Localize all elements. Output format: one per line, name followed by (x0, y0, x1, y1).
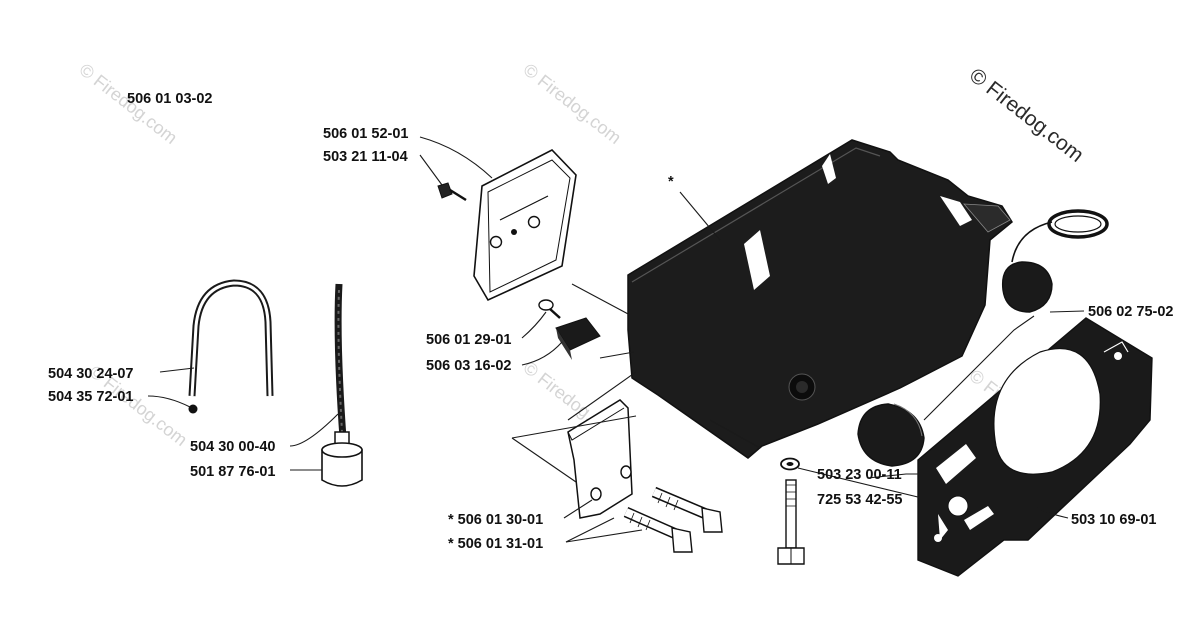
bracket-part (567, 399, 633, 519)
washer-part (780, 457, 800, 471)
label-grommet: 504 35 72-01 (48, 389, 133, 405)
label-gasket: 503 10 69-01 (1071, 512, 1156, 528)
label-cover-screw: 503 21 11-04 (323, 149, 408, 165)
label-fuel-hose: 504 30 00-40 (190, 439, 275, 455)
stop-block-part (555, 317, 601, 360)
label-bracket: * 506 01 30-01 (448, 512, 543, 528)
label-washer-bolt: 725 53 42-55 (817, 492, 902, 508)
gasket-part (917, 317, 1153, 577)
fuel-hose-part (334, 283, 350, 445)
leader-lines (147, 136, 1085, 543)
fuel-line-loop-part (188, 279, 274, 414)
watermark: © Firedog.com (520, 59, 626, 148)
long-bolt-part (777, 479, 805, 565)
fuel-tank-part (627, 139, 1013, 459)
bracket-bolts-part (623, 486, 723, 553)
label-stop-screw: 506 01 29-01 (426, 332, 511, 348)
label-cover: 506 01 52-01 (323, 126, 408, 142)
label-fuel-line-loop: 504 30 24-07 (48, 366, 133, 382)
label-kit: 506 01 03-02 (127, 91, 212, 107)
watermark-corner: © Firedog.com (965, 64, 1088, 167)
label-cap: 506 02 75-02 (1088, 304, 1173, 320)
sensor-part (857, 403, 925, 467)
grommet-part (188, 404, 198, 414)
label-bracket-bolts: * 506 01 31-01 (448, 536, 543, 552)
fuel-filter-part (321, 442, 363, 487)
label-fuel-filter: 501 87 76-01 (190, 464, 275, 480)
label-sensor: 503 23 00-11 (817, 467, 902, 483)
label-tank-mark: * (668, 174, 674, 190)
label-stop-block: 506 03 16-02 (426, 358, 511, 374)
stop-screw-part (538, 299, 561, 319)
fuel-cap-part (1001, 209, 1109, 313)
cover-plate-part (473, 149, 577, 302)
part-labels: 506 01 03-02 506 01 52-01 503 21 11-04 5… (48, 91, 1173, 552)
cover-screw-part (437, 182, 467, 202)
